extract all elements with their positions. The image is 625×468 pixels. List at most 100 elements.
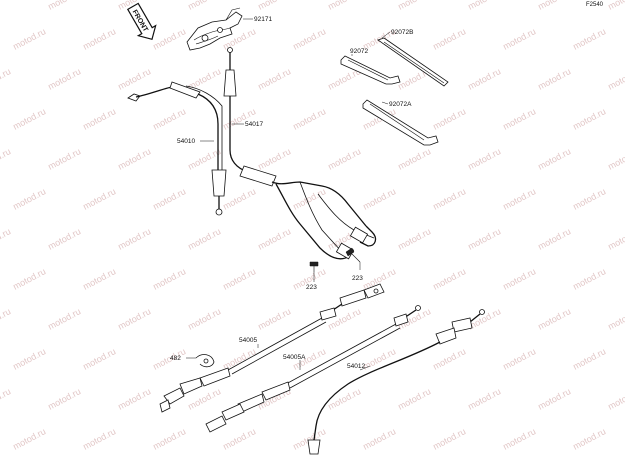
label-54005: 54005 [239, 337, 257, 344]
watermark-text: motod.ru [81, 266, 117, 292]
watermark-text: motod.ru [151, 266, 187, 292]
watermark-text: motod.ru [11, 106, 47, 132]
screw-223-left [309, 261, 319, 272]
watermark-text: motod.ru [291, 106, 327, 132]
watermark-text: motod.ru [606, 66, 625, 92]
watermark-text: motod.ru [431, 426, 467, 452]
cable-tie-92072A [362, 99, 439, 146]
label-54017: 54017 [245, 121, 263, 128]
watermark-text: motod.ru [46, 386, 82, 412]
watermark-text: motod.ru [291, 26, 327, 52]
watermark-text: motod.ru [326, 0, 362, 12]
watermark-text: motod.ru [466, 226, 502, 252]
watermark-text: motod.ru [116, 226, 152, 252]
watermark-text: motod.ru [0, 306, 12, 332]
watermark-text: motod.ru [256, 226, 292, 252]
watermark-text: motod.ru [186, 66, 222, 92]
label-54012: 54012 [347, 363, 365, 370]
watermark-text: motod.ru [326, 386, 362, 412]
watermark-text: motod.ru [0, 386, 12, 412]
clip-482 [195, 354, 215, 368]
watermark-text: motod.ru [606, 146, 625, 172]
label-223-left: 223 [306, 284, 317, 291]
watermark-text: motod.ru [11, 26, 47, 52]
watermark-text: motod.ru [396, 386, 432, 412]
watermark-text: motod.ru [431, 186, 467, 212]
watermark-text: motod.ru [571, 346, 607, 372]
watermark-text: motod.ru [536, 66, 572, 92]
watermark-text: motod.ru [151, 426, 187, 452]
watermark-text: motod.ru [536, 306, 572, 332]
watermark-text: motod.ru [606, 0, 625, 12]
watermark-text: motod.ru [256, 146, 292, 172]
watermark-text: motod.ru [221, 266, 257, 292]
watermark-text: motod.ru [256, 0, 292, 12]
watermark-text: motod.ru [46, 146, 82, 172]
watermark-text: motod.ru [116, 66, 152, 92]
label-92072A: 92072A [389, 101, 412, 108]
watermark-text: motod.ru [46, 226, 82, 252]
watermark-text: motod.ru [81, 186, 117, 212]
watermark-text: motod.ru [0, 0, 12, 12]
watermark-text: motod.ru [116, 306, 152, 332]
watermark-text: motod.ru [606, 386, 625, 412]
cable-tie-92072 [340, 55, 401, 85]
label-92072B: 92072B [391, 29, 413, 36]
watermark-text: motod.ru [256, 66, 292, 92]
watermark-text: motod.ru [501, 426, 537, 452]
watermark-text: motod.ru [326, 146, 362, 172]
watermark-text: motod.ru [396, 146, 432, 172]
cable-54012 [307, 309, 485, 455]
watermark-text: motod.ru [396, 0, 432, 12]
watermark-text: motod.ru [46, 66, 82, 92]
cable-tie-92072B [377, 37, 449, 87]
watermark-text: motod.ru [46, 0, 82, 12]
watermark-text: motod.ru [151, 186, 187, 212]
watermark-text: motod.ru [0, 226, 12, 252]
watermark-text: motod.ru [0, 66, 12, 92]
watermark-text: motod.ru [221, 346, 257, 372]
label-223-right: 223 [352, 275, 363, 282]
watermark-text: motod.ru [501, 26, 537, 52]
watermark-text: motod.ru [431, 106, 467, 132]
watermark-text: motod.ru [571, 266, 607, 292]
watermark-text: motod.ru [431, 346, 467, 372]
watermark-text: motod.ru [361, 186, 397, 212]
watermark-text: motod.ru [466, 66, 502, 92]
watermark-text: motod.ru [46, 306, 82, 332]
watermark-text: motod.ru [221, 426, 257, 452]
cable-54005A [205, 305, 421, 433]
watermark-text: motod.ru [11, 186, 47, 212]
watermark-text: motod.ru [361, 346, 397, 372]
watermark-text: motod.ru [606, 306, 625, 332]
watermark-text: motod.ru [0, 146, 12, 172]
watermark-text: motod.ru [116, 386, 152, 412]
watermark-text: motod.ru [186, 226, 222, 252]
figure-code: F2540 [586, 2, 604, 8]
watermark-text: motod.ru [11, 266, 47, 292]
front-direction-arrow: FRONT [126, 2, 157, 41]
watermark-text: motod.ru [466, 0, 502, 12]
watermark-text: motod.ru [81, 426, 117, 452]
cable-54005 [159, 283, 385, 413]
watermark-text: motod.ru [221, 186, 257, 212]
watermark-text: motod.ru [501, 346, 537, 372]
watermark-text: motod.ru [571, 426, 607, 452]
screw-223-right [345, 247, 361, 263]
watermark-text: motod.ru [116, 146, 152, 172]
watermark-text: motod.ru [186, 0, 222, 12]
watermark-text: motod.ru [81, 106, 117, 132]
watermark-text: motod.ru [536, 226, 572, 252]
clamp-bracket-92171 [186, 7, 243, 51]
throttle-cable-54017 [223, 47, 271, 179]
watermark-text: motod.ru [11, 426, 47, 452]
watermark-text: motod.ru [571, 186, 607, 212]
label-482: 482 [170, 355, 181, 362]
watermark-text: motod.ru [81, 26, 117, 52]
label-54010: 54010 [177, 138, 195, 145]
watermark-text: motod.ru [501, 106, 537, 132]
watermark-text: motod.ru [536, 146, 572, 172]
watermark-text: motod.ru [606, 226, 625, 252]
